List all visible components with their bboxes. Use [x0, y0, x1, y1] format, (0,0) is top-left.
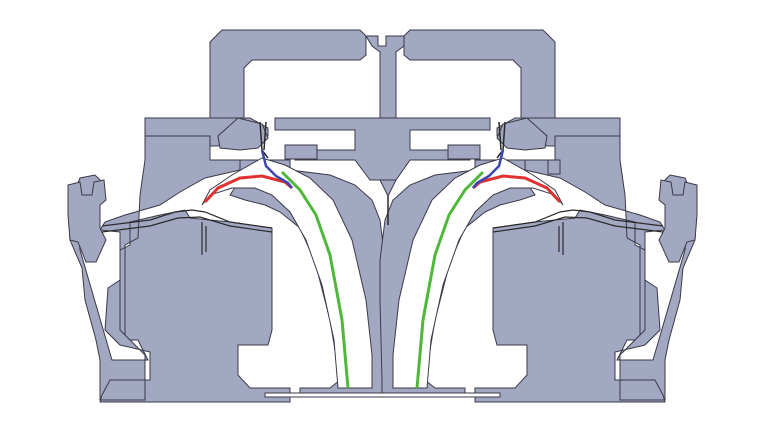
- right-outer-housing: [474, 135, 698, 403]
- surface-blue-left: [260, 149, 293, 189]
- surface-green-right: [415, 170, 485, 389]
- right-tab: [547, 159, 561, 175]
- bottom-rail: [264, 392, 501, 398]
- top-yoke-right: [403, 29, 556, 119]
- right-detail-block: [447, 144, 481, 160]
- left-clamp: [67, 179, 107, 263]
- top-yoke: [209, 29, 367, 119]
- surface-blue-right: [472, 149, 505, 189]
- right-clamp: [658, 179, 698, 263]
- foil-lines: [101, 209, 664, 255]
- left-detail-block: [284, 144, 318, 160]
- left-hinge-clip: [217, 117, 269, 151]
- right-hinge-clip: [496, 117, 548, 151]
- inner-bar: [274, 117, 491, 181]
- surface-green-left: [280, 170, 350, 389]
- left-outer-housing: [67, 135, 291, 403]
